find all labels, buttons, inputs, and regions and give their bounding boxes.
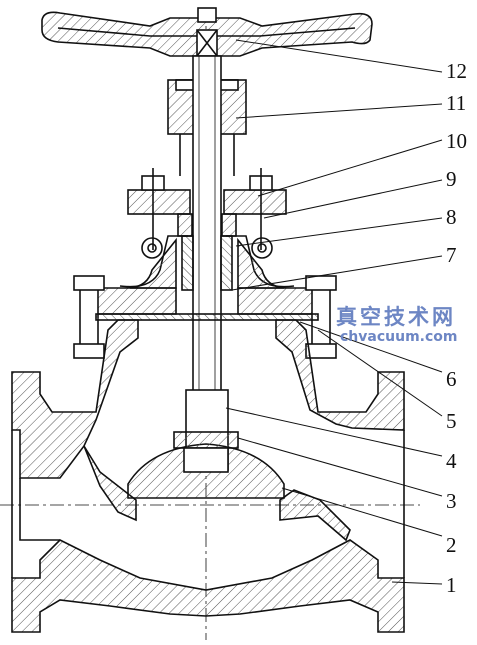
callout-2: 2 bbox=[446, 533, 457, 557]
callout-10: 10 bbox=[446, 129, 467, 153]
callout-4: 4 bbox=[446, 449, 457, 473]
handwheel bbox=[41, 7, 373, 57]
callout-6: 6 bbox=[446, 367, 457, 391]
callout-9: 9 bbox=[446, 167, 457, 191]
gasket bbox=[95, 313, 319, 321]
bonnet bbox=[95, 237, 319, 315]
bonnet-bolts bbox=[73, 275, 337, 359]
callout-12: 12 bbox=[446, 59, 467, 83]
valve-body bbox=[11, 319, 405, 633]
callout-3: 3 bbox=[446, 489, 457, 513]
packing bbox=[177, 213, 237, 291]
callout-numbers: 12 11 10 9 8 7 6 5 4 3 2 1 bbox=[446, 59, 467, 597]
callout-5: 5 bbox=[446, 409, 457, 433]
watermark-site: chvacuum.com bbox=[340, 329, 458, 345]
valve-stem bbox=[185, 55, 229, 471]
callout-8: 8 bbox=[446, 205, 457, 229]
callout-11: 11 bbox=[446, 91, 466, 115]
leader-lines bbox=[225, 39, 443, 585]
valve-disc bbox=[127, 431, 285, 499]
watermark-chinese: 真空技术网 bbox=[336, 305, 456, 329]
yoke-nut bbox=[167, 79, 247, 135]
gland-flange bbox=[127, 168, 287, 250]
callout-1: 1 bbox=[446, 573, 457, 597]
eye-bolts bbox=[141, 237, 273, 259]
callout-7: 7 bbox=[446, 243, 457, 267]
